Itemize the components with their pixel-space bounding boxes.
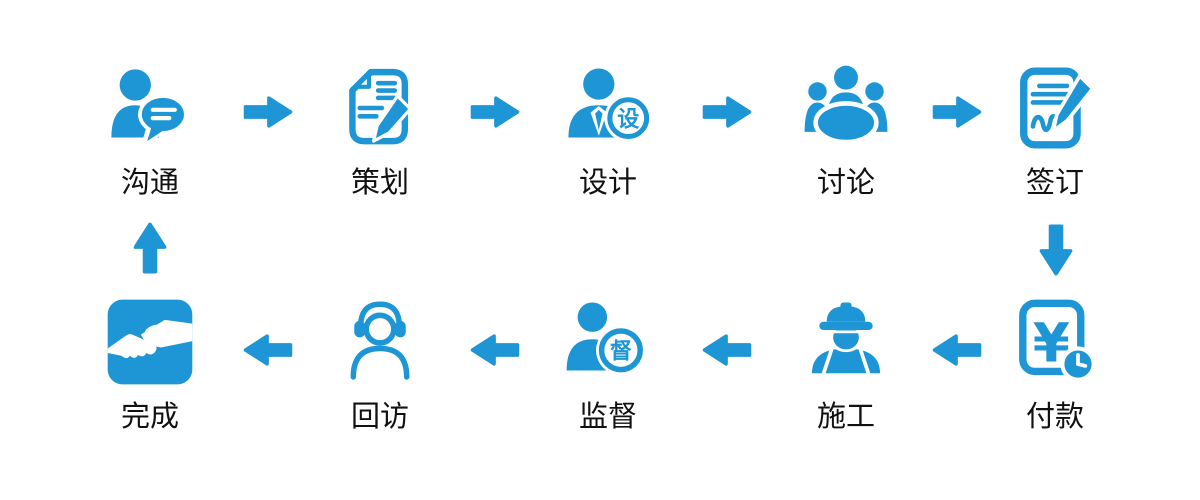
arrow-right-icon xyxy=(701,92,753,132)
arrow-left-icon xyxy=(242,330,294,370)
arrow-right-icon xyxy=(242,92,294,132)
arrow-down-icon xyxy=(1036,222,1076,278)
step-discussion: 讨论 xyxy=(761,62,931,199)
arrow-left-icon xyxy=(469,330,521,370)
arrow-left-icon xyxy=(701,330,753,370)
arrow-left-icon xyxy=(931,330,983,370)
step-supervision: 督 监督 xyxy=(523,296,693,433)
handshake-icon xyxy=(104,296,196,388)
step-payment: ¥ 付款 xyxy=(970,296,1140,433)
arrow-right-icon xyxy=(469,92,521,132)
step-label: 策划 xyxy=(350,165,409,199)
step-label: 设计 xyxy=(578,165,637,199)
step-planning: 策划 xyxy=(295,62,465,199)
step-construction: 施工 xyxy=(761,296,931,433)
supervision-badge-text: 督 xyxy=(610,339,632,365)
step-communication: 沟通 xyxy=(65,62,235,199)
step-label: 签订 xyxy=(1025,165,1084,199)
signing-icon xyxy=(1009,62,1101,154)
arrow-up-icon xyxy=(130,220,170,276)
step-label: 回访 xyxy=(350,399,409,433)
step-label: 施工 xyxy=(816,399,875,433)
payment-icon: ¥ xyxy=(1009,296,1101,388)
step-label: 付款 xyxy=(1025,399,1084,433)
headset-icon xyxy=(334,296,426,388)
step-callback: 回访 xyxy=(295,296,465,433)
discussion-icon xyxy=(800,62,892,154)
construction-worker-icon xyxy=(800,296,892,388)
arrow-right-icon xyxy=(931,92,983,132)
step-label: 沟通 xyxy=(120,165,179,199)
step-design: 设 设计 xyxy=(523,62,693,199)
design-icon: 设 xyxy=(562,62,654,154)
step-complete: 完成 xyxy=(65,296,235,433)
step-label: 监督 xyxy=(578,399,637,433)
supervision-icon: 督 xyxy=(562,296,654,388)
design-badge-text: 设 xyxy=(617,107,640,132)
step-signing: 签订 xyxy=(970,62,1140,199)
step-label: 完成 xyxy=(120,399,179,433)
planning-icon xyxy=(334,62,426,154)
step-label: 讨论 xyxy=(816,165,875,199)
communication-icon xyxy=(104,62,196,154)
